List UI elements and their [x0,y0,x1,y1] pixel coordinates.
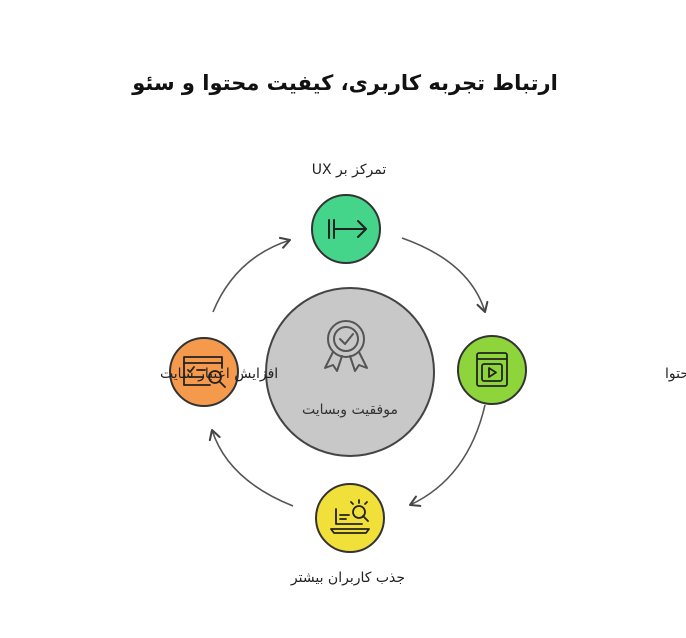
laptop-search-icon [330,499,370,534]
video-frame-icon [476,352,508,387]
node-content-quality: بهبود کیفیت محتوا [457,335,686,405]
node-site-credibility: افزایش اعتبار سایت [160,337,278,407]
award-badge-icon [324,320,368,372]
node-label-right: بهبود کیفیت محتوا [665,366,686,382]
cycle-arrows [208,236,489,507]
arrow-top-to-right [401,237,489,314]
node-label-left: افزایش اعتبار سایت [160,366,278,382]
arrow-to-bar-icon [328,219,367,239]
arrow-left-to-top [212,236,292,313]
node-ux-focus: تمرکز بر UX [311,162,387,264]
node-circle-left [169,337,239,407]
node-label-top: تمرکز بر UX [312,162,387,178]
arrow-bottom-to-left [208,428,294,507]
node-label-bottom: جذب کاربران بیشتر [290,570,405,586]
center-node: موفقیت وبسایت [265,287,435,457]
center-circle [265,287,435,457]
browser-search-icon [183,356,226,388]
arrow-right-to-bottom [408,404,486,507]
node-circle-bottom [315,483,385,553]
diagram-title: ارتباط تجربه کاربری، کیفیت محتوا و سئو [131,71,558,95]
node-attract-users: جذب کاربران بیشتر [290,483,405,586]
center-label: موفقیت وبسایت [302,402,398,418]
